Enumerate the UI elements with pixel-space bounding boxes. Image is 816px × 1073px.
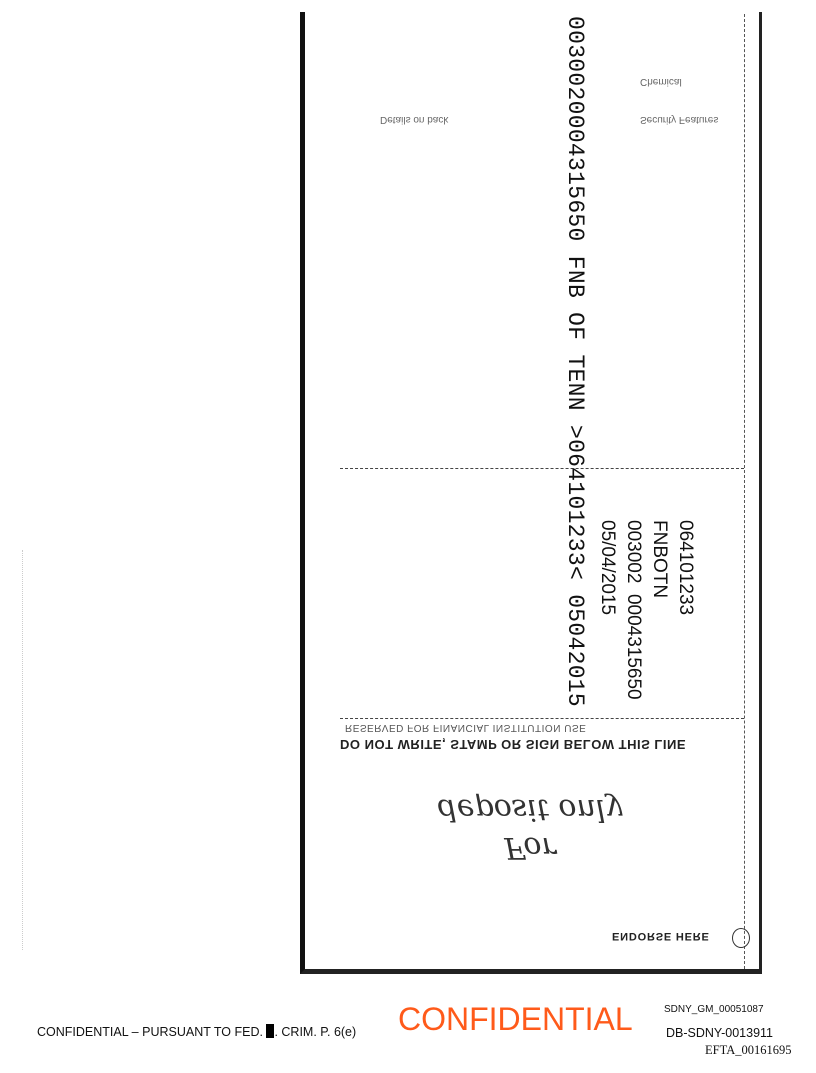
stamp-sequence: 003002 0004315650 [623, 520, 644, 700]
security-chemical-label: Chemical [640, 76, 682, 87]
scan-margin-mark [22, 550, 23, 950]
security-details-label: Details on back [380, 114, 449, 125]
reserved-label: RESERVED FOR FINANCIAL INSTITUTION USE [345, 722, 587, 733]
bates-number-efta: EFTA_00161695 [705, 1043, 792, 1057]
confidential-notice: CONFIDENTIAL – PURSUANT TO FED. . CRIM. … [37, 1024, 356, 1039]
handwritten-line-2: deposit only [437, 792, 623, 827]
do-not-write-warning: DO NOT WRITE, STAMP OR SIGN BELOW THIS L… [340, 737, 687, 752]
stamp-date: 05/04/2015 [597, 520, 618, 616]
redaction-box [266, 1024, 275, 1038]
check-right-dashed-border [744, 14, 745, 969]
bates-number-gm: SDNY_GM_00051087 [664, 1004, 764, 1015]
endorsement-divider-line [340, 718, 744, 719]
handwritten-line-1: For [504, 830, 556, 865]
handwritten-endorsement: For deposit only [390, 790, 670, 866]
check-divider-line [340, 468, 744, 469]
bates-number-db: DB-SDNY-0013911 [666, 1026, 774, 1040]
endorse-circle-icon [732, 928, 750, 948]
bank-deposit-stamp: 064101233 FNBOTN 003002 0004315650 05/04… [594, 520, 698, 700]
micr-endorsement-line: 0030020004315650 FNB OF TENN >064101233<… [562, 16, 588, 708]
endorse-here-label: ENDORSE HERE [612, 930, 710, 942]
stamp-routing: 064101233 [675, 520, 696, 616]
notice-prefix: CONFIDENTIAL – PURSUANT TO FED. [37, 1025, 267, 1039]
stamp-bank-code: FNBOTN [649, 520, 670, 599]
check-back-image [300, 12, 762, 974]
confidential-stamp: CONFIDENTIAL [398, 1001, 633, 1037]
security-features-label: Security Features [640, 114, 719, 125]
notice-suffix: . CRIM. P. 6(e) [274, 1025, 357, 1039]
